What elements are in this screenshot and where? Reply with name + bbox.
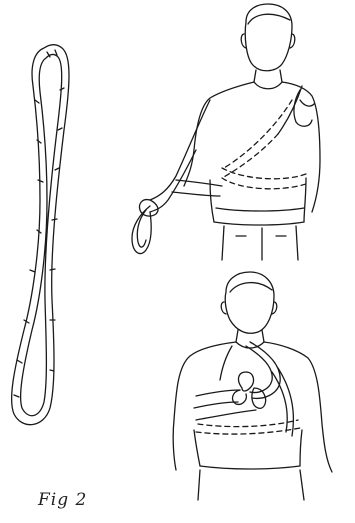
man-holding-sling-icon bbox=[132, 4, 320, 260]
figure-caption: Fig 2 bbox=[38, 490, 87, 510]
rope-sling-loop-icon bbox=[12, 45, 69, 425]
man-wearing-bandolier-sling-icon bbox=[173, 272, 332, 500]
